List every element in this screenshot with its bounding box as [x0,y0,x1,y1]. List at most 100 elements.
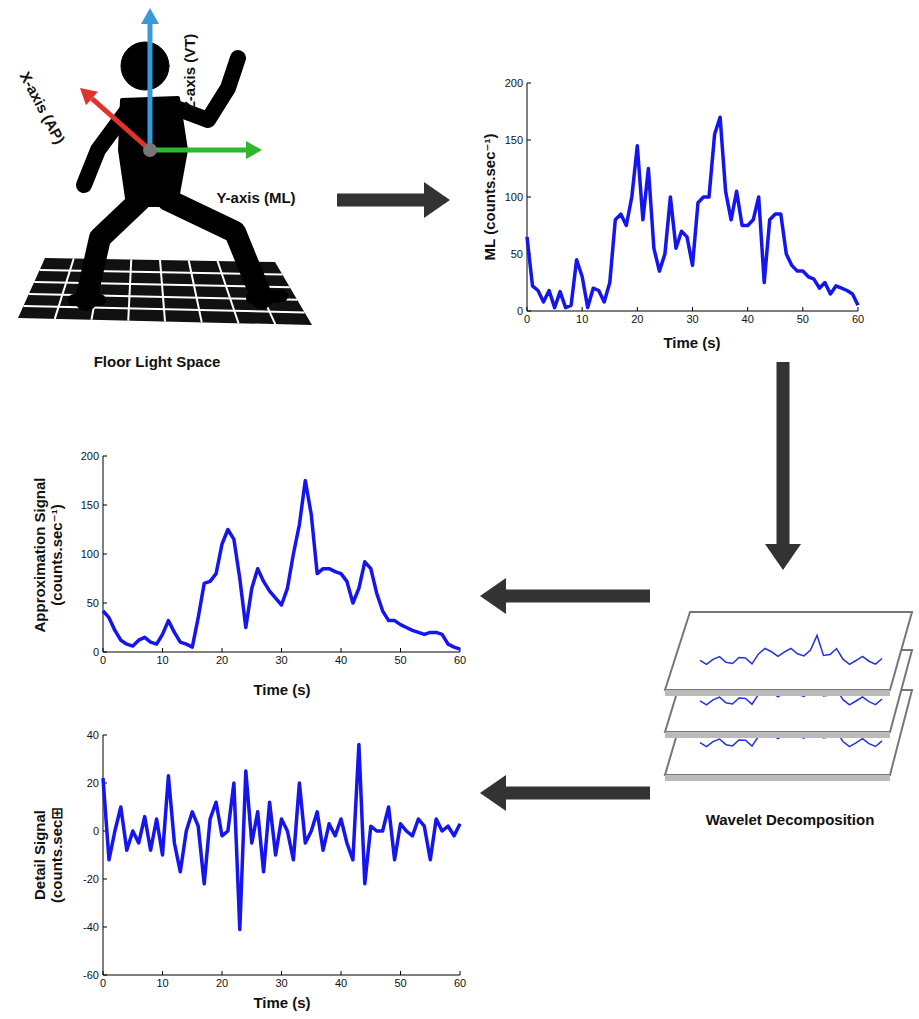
tick-label: 40 [335,978,347,989]
arrow-head [765,544,801,570]
wavelet-panel: Wavelet Decomposition [650,570,919,835]
tick-label: 20 [216,978,228,989]
tick-label: 0 [100,655,106,666]
tick-label: 200 [81,451,99,462]
y-tick [103,554,107,555]
dancer-foot [252,296,282,298]
tick-label: 50 [797,314,809,325]
tick-label: -60 [83,970,99,981]
x-tick [400,648,401,652]
tick-label: 200 [505,78,523,89]
x-tick [582,307,583,311]
detail-plot-panel: Detail Signal (counts.sec⊞Time (s) [10,720,480,1016]
tile-gap [55,259,74,319]
node-text: Time (s) [253,681,310,698]
floor-tiles [18,258,312,325]
axis-name: Y-axis (ML) [216,190,295,207]
axis-head [141,8,159,24]
tick-label: 60 [454,655,466,666]
tick-label: 100 [505,192,523,203]
y-tick [103,735,107,736]
arrow-head [480,775,506,811]
y-tick [527,83,531,84]
y-axis-arrow [150,141,262,159]
tick-label: 10 [576,314,588,325]
tick-label: 0 [93,826,99,837]
dancer-leg [86,200,140,300]
axis-shaft [148,24,153,150]
axis-head [80,88,98,105]
node-text: Floor Light Space [94,353,221,370]
tick-label: 60 [454,978,466,989]
signal-trace [103,745,460,930]
signal-trace [103,481,460,650]
signal-trace [527,117,858,307]
axis-name: Z-axis (VT) [182,34,199,111]
y-tick [103,652,107,653]
line-plot [527,83,858,311]
flow-arrow [480,578,650,614]
approximation-plot-panel: Approximation Signal (counts.sec⁻¹) Time … [10,440,480,705]
axis-shaft [92,99,150,150]
tile-gap [128,260,131,321]
x-tick [103,648,104,652]
axis-title: ML (counts.sec⁻¹) [481,134,498,261]
x-axis-arrow [80,88,150,150]
flow-arrow [337,182,450,218]
node-text: Time (s) [253,994,310,1011]
axis-name: X-axis (AP) [16,69,68,147]
floor-tile-area [18,258,312,325]
wavelet-stack [665,612,912,781]
tick-label: 20 [87,778,99,789]
x-tick [460,971,461,975]
tick-label: 20 [631,314,643,325]
x-tick [222,971,223,975]
axis-title: Approximation Signal (counts.sec⁻¹) [31,470,66,640]
y-tick [527,197,531,198]
y-tick [103,456,107,457]
y-tick [527,311,531,312]
tick-label: 50 [87,598,99,609]
dancer-head [121,42,169,90]
tick-label: 0 [93,647,99,658]
tick-label: 100 [81,549,99,560]
sheet-edge [665,690,890,696]
wavelet-trace [700,635,882,664]
axis-origin [143,143,157,157]
x-tick [802,307,803,311]
tick-label: 50 [394,655,406,666]
tick-label: 50 [511,249,523,260]
tick-label: 0 [524,314,530,325]
x-tick [637,307,638,311]
arrow-shaft [506,787,650,800]
tick-label: 150 [81,500,99,511]
x-tick [747,307,748,311]
y-tick [103,879,107,880]
x-tick [103,971,104,975]
arrow-shaft [506,590,650,603]
tile-gap [189,261,202,323]
y-axis-line [103,735,104,975]
flow-arrow [765,362,801,570]
x-tick [341,648,342,652]
tick-label: -20 [83,874,99,885]
arrow-head [480,578,506,614]
x-tick [692,307,693,311]
ml-plot-panel: ML (counts.sec⁻¹) Time (s) [450,70,915,362]
line-plot [103,456,460,652]
arrow-shaft [337,194,424,207]
tick-label: 20 [216,655,228,666]
tick-label: -40 [83,922,99,933]
tick-label: 40 [87,730,99,741]
x-tick [527,307,528,311]
x-tick [341,971,342,975]
z-axis-arrow [141,8,159,150]
tick-label: 60 [852,314,864,325]
tick-label: 10 [156,978,168,989]
node-text: Wavelet Decomposition [706,811,875,828]
node-text: Time (s) [663,334,720,351]
y-tick [103,505,107,506]
x-tick [281,971,282,975]
tick-label: 50 [394,978,406,989]
